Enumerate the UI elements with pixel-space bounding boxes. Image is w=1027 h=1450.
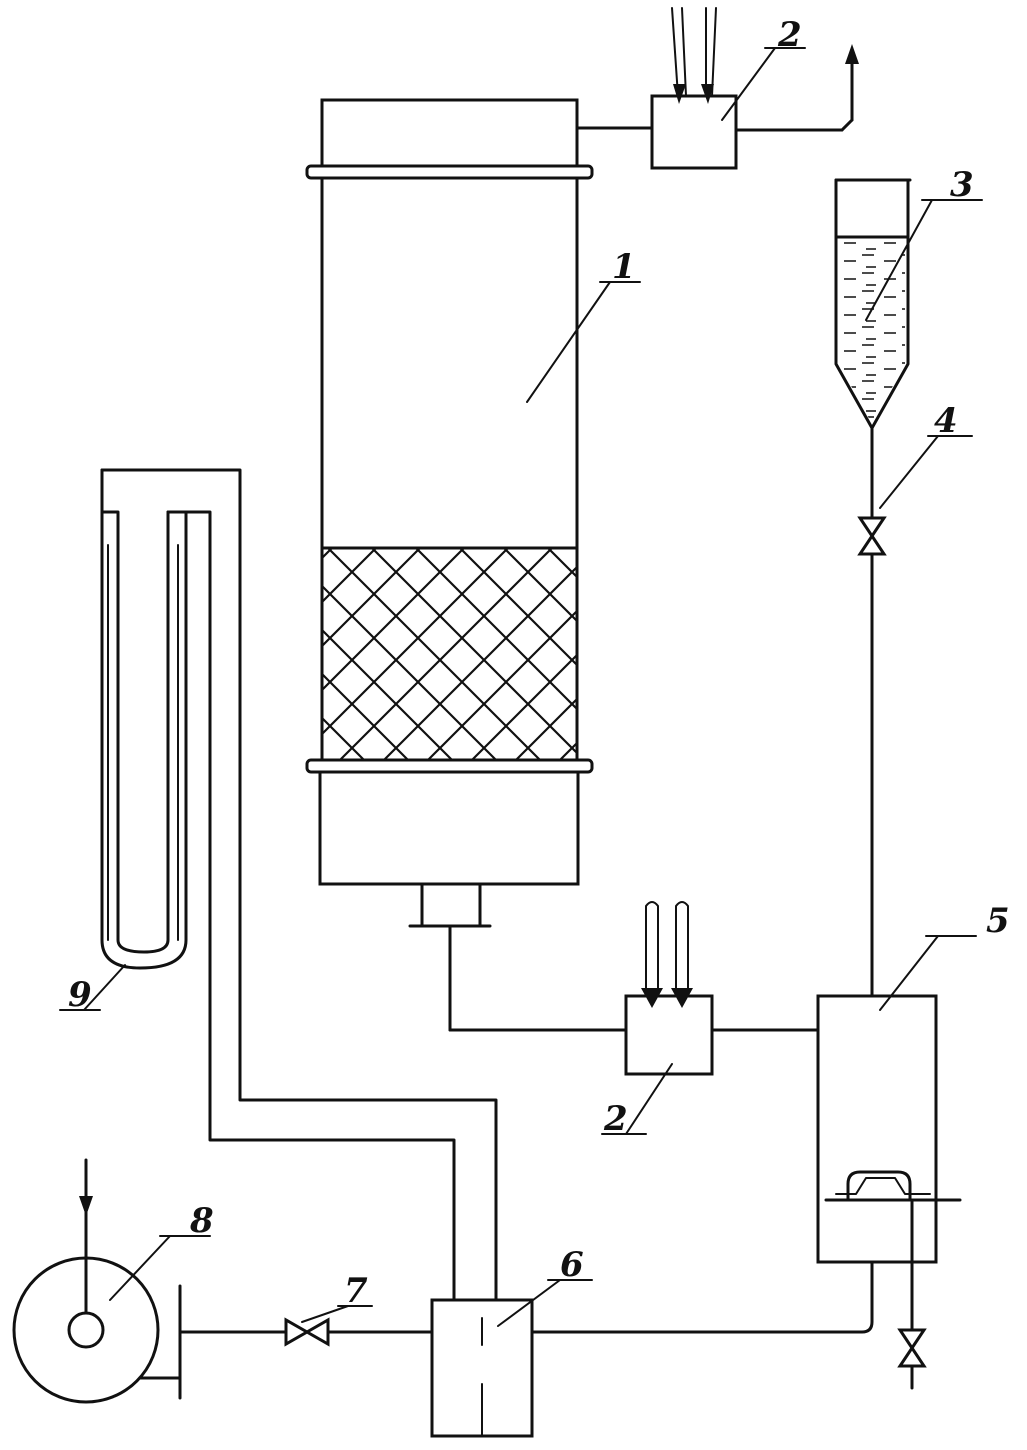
- air-inlet-arrow-icon: [79, 1196, 93, 1216]
- condenser-bottom: [448, 901, 820, 1135]
- valve-7: [284, 1305, 373, 1347]
- valve-4: [857, 435, 973, 556]
- label-manometer: 9: [68, 975, 92, 1015]
- label-separator: 5: [986, 901, 1010, 941]
- mixer: [430, 1279, 593, 1438]
- manometer: [59, 468, 498, 1402]
- air-line: [178, 1260, 874, 1334]
- packing-bed: [320, 546, 579, 762]
- label-column: 1: [612, 247, 636, 287]
- coolant-out-arrow-icon: [671, 988, 693, 1008]
- label-blower: 8: [189, 1201, 214, 1241]
- blower: [12, 1158, 211, 1404]
- coolant-out-arrow-icon: [701, 84, 714, 104]
- coolant-in-arrow-icon: [673, 84, 686, 104]
- outlet-arrow-icon: [845, 44, 859, 64]
- label-feed-tank: 3: [950, 165, 974, 205]
- condenser-top: [575, 7, 859, 170]
- separator: [816, 935, 977, 1390]
- column-1: [305, 98, 641, 928]
- label-condenser-bottom: 2: [603, 1099, 628, 1139]
- feed-tank: [834, 178, 983, 430]
- valve-icon: [857, 516, 887, 556]
- valve-icon: [284, 1317, 330, 1347]
- label-feed-valve: 4: [934, 401, 958, 441]
- label-mixer: 6: [560, 1245, 584, 1285]
- label-condenser-top: 2: [777, 15, 802, 55]
- drain-valve-icon: [897, 1328, 927, 1368]
- label-air-valve: 7: [344, 1271, 368, 1311]
- coolant-in-arrow-icon: [641, 988, 663, 1008]
